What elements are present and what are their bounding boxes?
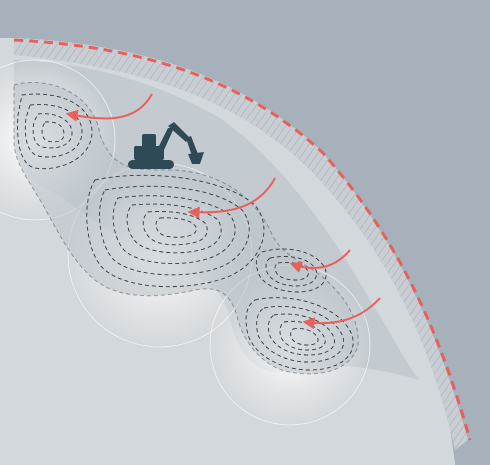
flow-arrows (65, 93, 381, 330)
red-curved-arrow-icon (187, 177, 276, 219)
contour (290, 328, 319, 346)
red-curved-arrow-icon (289, 249, 351, 273)
contour (142, 211, 208, 246)
contour (86, 174, 265, 288)
contour (279, 320, 326, 351)
contour (267, 313, 335, 356)
contour (17, 93, 93, 170)
contour (274, 261, 309, 281)
contour (265, 256, 318, 287)
berm-hatch (14, 38, 468, 450)
contour (41, 121, 65, 143)
contour (255, 248, 327, 293)
contour (256, 305, 345, 363)
red-curved-arrow-icon (65, 93, 153, 122)
pit-boundary-line (13, 38, 472, 441)
excavator-icon (128, 122, 204, 169)
contour (112, 195, 236, 264)
red-curved-arrow-icon (302, 297, 381, 330)
contour (32, 113, 73, 149)
glow-ring-1 (0, 59, 116, 221)
contour (99, 185, 250, 276)
contour-lines (17, 93, 354, 371)
contour (155, 217, 197, 238)
contour (245, 297, 354, 371)
